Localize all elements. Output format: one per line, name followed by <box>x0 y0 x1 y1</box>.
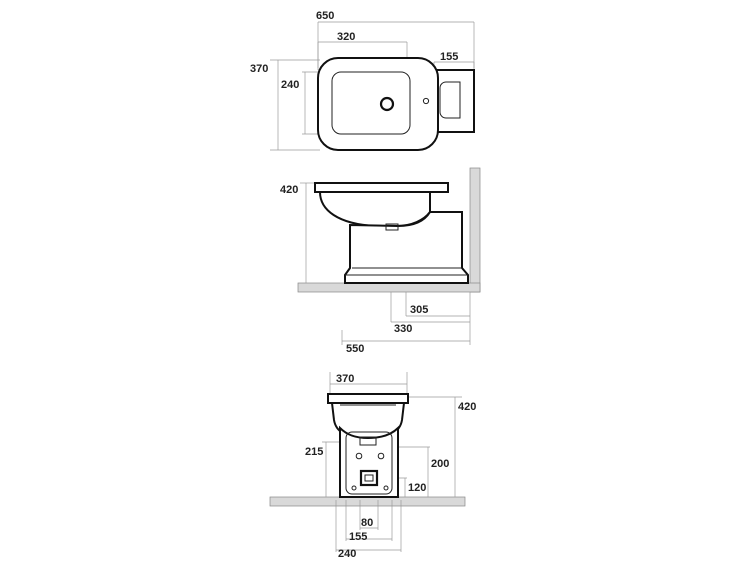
dim-200: 200 <box>431 458 449 470</box>
floor-front <box>269 496 466 507</box>
floor-fixing-left-icon <box>351 485 357 491</box>
dim-155-top: 155 <box>440 51 458 63</box>
fixing-hole-right-icon <box>377 452 385 460</box>
dim-650: 650 <box>316 10 334 22</box>
dim-420-front: 420 <box>458 401 476 413</box>
dim-550: 550 <box>346 343 364 355</box>
top-view: 650 320 155 370 240 <box>250 10 475 151</box>
dim-370-depth: 370 <box>250 63 268 75</box>
drain-icon <box>379 96 395 112</box>
dim-320: 320 <box>337 31 355 43</box>
tap-hole-icon <box>422 97 430 105</box>
floor <box>297 282 481 293</box>
dim-330: 330 <box>394 323 412 335</box>
dim-370-front: 370 <box>336 373 354 385</box>
dim-155-front: 155 <box>349 531 367 543</box>
side-view: 420 305 330 550 <box>280 167 481 355</box>
floor-fixing-right-icon <box>383 485 389 491</box>
dim-240-front: 240 <box>338 548 356 560</box>
dim-215: 215 <box>305 446 323 458</box>
dim-80: 80 <box>361 517 373 529</box>
dim-420-side: 420 <box>280 184 298 196</box>
dim-120: 120 <box>408 482 426 494</box>
outlet-icon <box>359 469 379 487</box>
fixing-hole-left-icon <box>355 452 363 460</box>
wall <box>469 167 481 293</box>
front-view: 370 420 215 200 120 80 155 240 <box>269 372 476 560</box>
dim-240-depth: 240 <box>281 79 299 91</box>
dim-305: 305 <box>410 304 428 316</box>
